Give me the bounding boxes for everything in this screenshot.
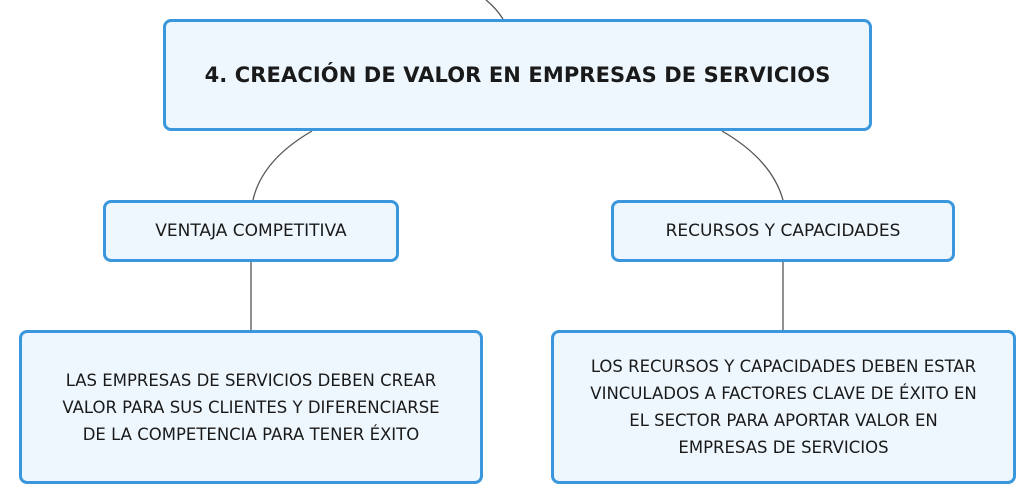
detail-line: VALOR PARA SUS CLIENTES Y DIFERENCIARSE bbox=[62, 397, 440, 417]
topic-node-ventaja-competitiva[interactable]: VENTAJA COMPETITIVA bbox=[103, 200, 399, 262]
detail-line: VINCULADOS A FACTORES CLAVE DE ÉXITO EN bbox=[590, 384, 977, 403]
detail-text: LAS EMPRESAS DE SERVICIOS DEBEN CREAR VA… bbox=[62, 367, 439, 448]
detail-line: EL SECTOR PARA APORTAR VALOR EN bbox=[629, 411, 938, 430]
topic-label: VENTAJA COMPETITIVA bbox=[155, 221, 347, 241]
connector-root-to-recursos bbox=[721, 130, 784, 201]
connector-parent-to-root bbox=[485, 0, 504, 20]
detail-line: DE LA COMPETENCIA PARA TENER ÉXITO bbox=[82, 424, 420, 444]
detail-line: LOS RECURSOS Y CAPACIDADES DEBEN ESTAR bbox=[590, 357, 977, 376]
topic-label: RECURSOS Y CAPACIDADES bbox=[665, 221, 901, 241]
root-topic-label: 4. CREACIÓN DE VALOR EN EMPRESAS DE SERV… bbox=[204, 63, 831, 87]
topic-node-recursos-capacidades[interactable]: RECURSOS Y CAPACIDADES bbox=[611, 200, 955, 262]
detail-text: LOS RECURSOS Y CAPACIDADES DEBEN ESTAR V… bbox=[590, 353, 976, 461]
connector-root-to-ventaja bbox=[252, 130, 313, 201]
detail-node-ventaja-competitiva[interactable]: LAS EMPRESAS DE SERVICIOS DEBEN CREAR VA… bbox=[19, 330, 483, 484]
detail-line: LAS EMPRESAS DE SERVICIOS DEBEN CREAR bbox=[65, 370, 437, 390]
detail-node-recursos-capacidades[interactable]: LOS RECURSOS Y CAPACIDADES DEBEN ESTAR V… bbox=[551, 330, 1016, 484]
detail-line: EMPRESAS DE SERVICIOS bbox=[678, 438, 889, 457]
root-topic-node[interactable]: 4. CREACIÓN DE VALOR EN EMPRESAS DE SERV… bbox=[163, 19, 872, 131]
